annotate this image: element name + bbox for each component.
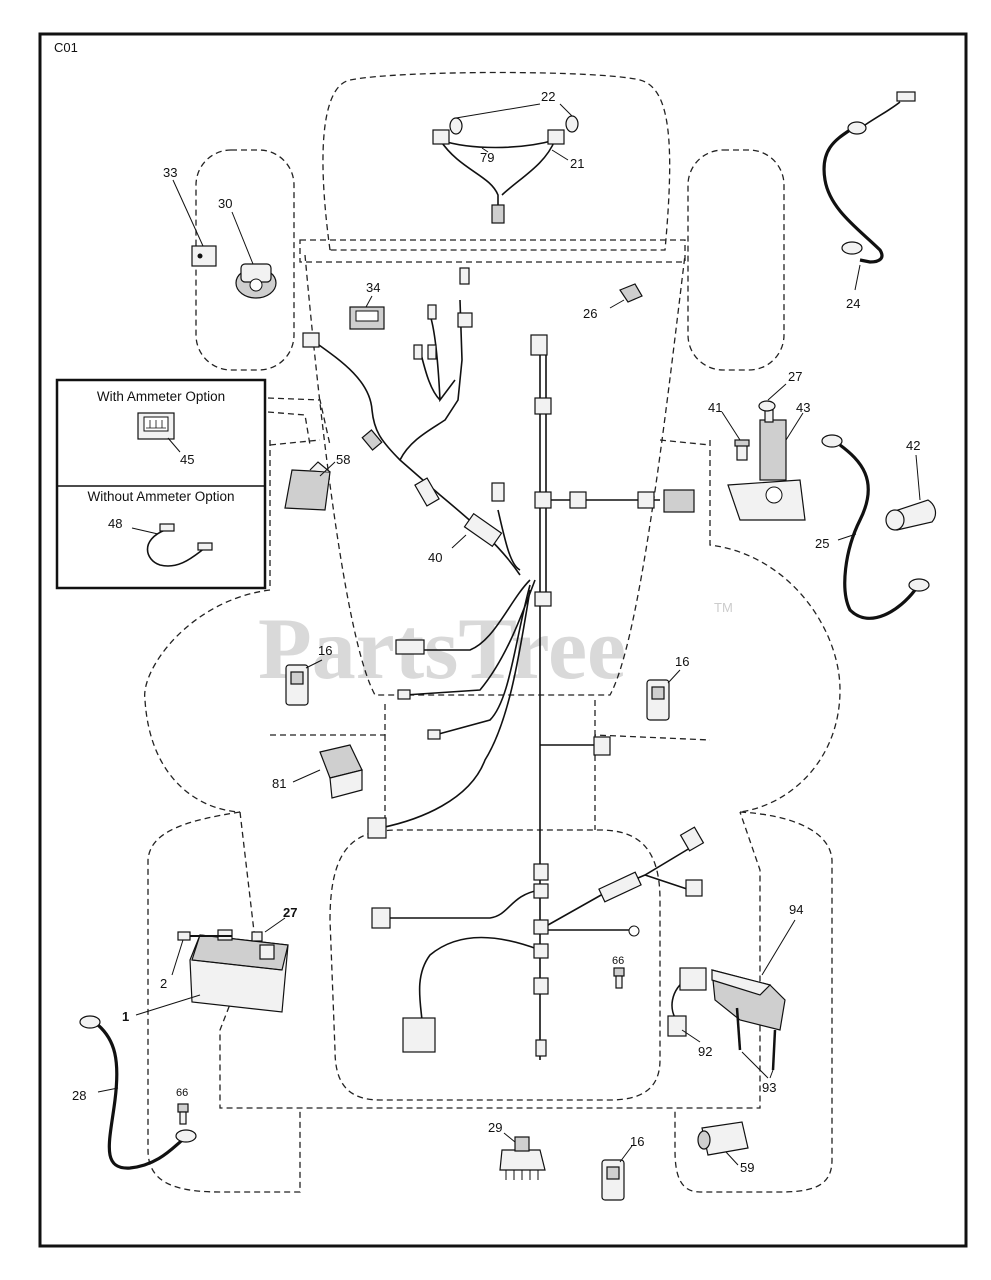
callout-41: 41 [708,400,722,415]
ammeter-option-box: With Ammeter Option Without Ammeter Opti… [55,378,267,590]
battery-part [177,929,289,1013]
relay-part [319,744,363,799]
page-code: C01 [54,40,78,55]
tractor-outline [144,71,841,1193]
callout-2: 2 [160,976,167,991]
callout-24: 24 [846,296,860,311]
callout-48: 48 [108,516,122,531]
switch-part [349,306,385,330]
callout-29: 29 [488,1120,502,1135]
callout-28: 28 [72,1088,86,1103]
callout-22: 22 [541,89,555,104]
harness-connectors [302,267,705,1057]
callout-94: 94 [789,902,803,917]
callout-58: 58 [336,452,350,467]
fuse-part [619,283,643,303]
control-module-part [667,967,786,1071]
interlock-switch-bottom [601,1159,625,1201]
screw-part-center [613,967,625,989]
battery-cable-part [79,1015,197,1170]
module-part [284,461,331,511]
callout-92: 92 [698,1044,712,1059]
watermark-tm: TM [714,600,733,615]
callout-16-right: 16 [675,654,689,669]
callout-79: 79 [480,150,494,165]
diagram-frame [38,32,968,1248]
ground-cable-part [822,91,916,264]
callout-42: 42 [906,438,920,453]
pto-switch-part [499,1136,546,1180]
callout-40: 40 [428,550,442,565]
callout-59: 59 [740,1160,754,1175]
callout-21: 21 [570,156,584,171]
without-ammeter-title: Without Ammeter Option [87,489,234,504]
callout-26: 26 [583,306,597,321]
module-59-part [697,1121,749,1156]
callout-27-top: 27 [788,369,802,384]
callout-34: 34 [366,280,380,295]
callout-16-left: 16 [318,643,332,658]
screw-part-left [177,1103,189,1125]
jumper-wire-part [146,523,213,567]
ammeter-part [137,412,175,440]
bolt-part [734,439,750,461]
callout-43: 43 [796,400,810,415]
ignition-key-part [191,245,217,267]
positive-cable-part [821,434,930,620]
callout-30: 30 [218,196,232,211]
callout-45: 45 [180,452,194,467]
callout-66-left: 66 [176,1087,188,1099]
callout-66-center: 66 [612,955,624,967]
callout-25: 25 [815,536,829,551]
headlight-assembly [432,115,579,224]
solenoid-part [727,409,806,521]
callout-27-battery: 27 [283,905,297,920]
callout-81: 81 [272,776,286,791]
callout-33: 33 [163,165,177,180]
with-ammeter-title: With Ammeter Option [97,389,225,404]
callout-1: 1 [122,1009,129,1024]
nut-part [758,400,776,412]
interlock-switch-left [285,664,309,706]
interlock-switch-right [646,679,670,721]
ignition-switch-part [235,263,277,299]
callout-93: 93 [762,1080,776,1095]
callout-16-bottom: 16 [630,1134,644,1149]
terminal-boot-part [885,499,937,531]
